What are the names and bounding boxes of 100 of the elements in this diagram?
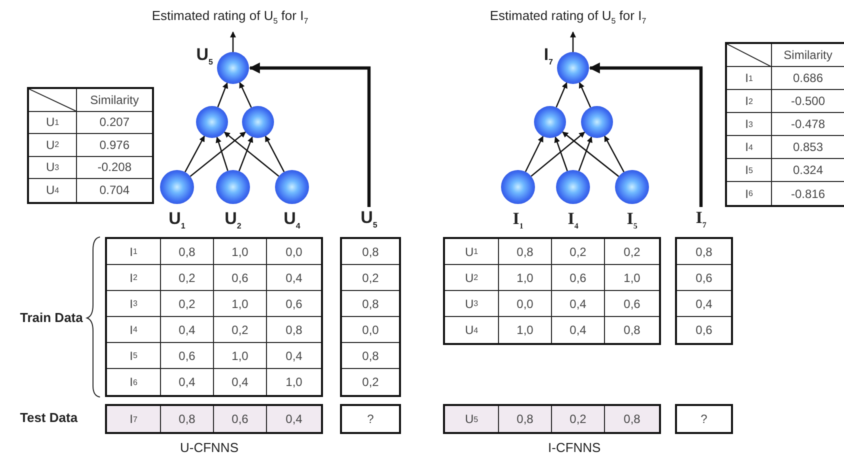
table-cell: 0,6 <box>161 343 214 369</box>
neuron-circle <box>242 106 274 138</box>
input-label: I$_{7}$ <box>686 208 716 236</box>
arrow <box>248 62 371 207</box>
table-cell: 0,2 <box>552 406 605 432</box>
table-cell-text: 0,6 <box>694 322 714 339</box>
table-cell: 0.976 <box>77 134 152 156</box>
table-cell: 0,4 <box>267 265 321 291</box>
table-cell: 0,8 <box>499 239 552 265</box>
table-cell: 0,2 <box>214 317 267 343</box>
arrow <box>224 132 280 177</box>
arrow <box>588 62 703 207</box>
table-cell: 0.324 <box>772 159 844 182</box>
table-cell-text: ? <box>366 411 375 428</box>
table-cell-text: 0,8 <box>622 322 642 339</box>
table-cell: 0,8 <box>267 317 321 343</box>
table-cell: 0,0 <box>499 291 552 317</box>
table-cell: -0.500 <box>772 90 844 113</box>
neuron-circle <box>581 106 613 138</box>
table-cell: 0,8 <box>161 406 214 432</box>
table-cell: 0,0 <box>342 317 399 343</box>
table-cell-text: 0,8 <box>622 411 642 428</box>
table-cell-text: 0.704 <box>98 182 131 200</box>
table-cell: 1,0 <box>605 265 659 291</box>
table-cell: 0,2 <box>605 239 659 265</box>
arrow <box>238 136 254 172</box>
table-cell: 1,0 <box>499 317 552 343</box>
neuron-label: U$_{2}$ <box>224 210 242 232</box>
table-cell: 0,4 <box>161 369 214 395</box>
table-cell: 0,8 <box>342 343 399 369</box>
row-group-label: Test Data <box>20 410 78 425</box>
table-cell: 0.207 <box>77 112 152 134</box>
arrow <box>562 131 620 177</box>
table-cell: 0,8 <box>342 291 399 317</box>
caption-text: Estimated rating of U$_{5}$ for I$_{7}$ <box>468 6 668 32</box>
table-cell: 0.686 <box>772 67 844 90</box>
table-cell: 0,2 <box>342 265 399 291</box>
table-cell: 0,6 <box>267 291 321 317</box>
arrow <box>217 82 228 108</box>
table-cell: 0,4 <box>552 291 605 317</box>
neuron-circle <box>534 106 566 138</box>
table-cell: 0,8 <box>342 239 399 265</box>
arrow <box>578 136 592 172</box>
arrow <box>216 136 228 172</box>
neuron-label: U$_{4}$ <box>284 210 300 232</box>
table-cell-text: 0,4 <box>284 411 304 428</box>
arrow <box>524 136 544 172</box>
table-cell: 1,0 <box>214 343 267 369</box>
arrow <box>264 136 285 172</box>
table-cell: Similarity <box>772 44 844 67</box>
table-cell: 0,6 <box>552 265 605 291</box>
caption-text: Estimated rating of U$_{5}$ for I$_{7}$ <box>130 6 330 32</box>
table-cell: 0,2 <box>161 265 214 291</box>
arrow <box>556 82 568 108</box>
arrow <box>239 82 252 108</box>
table-cell: 0,8 <box>677 239 731 265</box>
table-cell: 1,0 <box>214 291 267 317</box>
table-cell: 0,4 <box>552 317 605 343</box>
arrow <box>184 136 205 172</box>
input-label: U$_{5}$ <box>354 208 384 236</box>
table-cell: Similarity <box>77 89 152 112</box>
row-group-label: Train Data <box>20 310 83 325</box>
table-cell-text: 0,2 <box>361 374 380 391</box>
table-cell: 0,4 <box>677 291 731 317</box>
table-cell: 0.853 <box>772 136 844 159</box>
neuron-label: I$_{5}$ <box>626 210 638 232</box>
table-cell: 0,2 <box>161 291 214 317</box>
table-cell: 0,4 <box>267 343 321 369</box>
panel-title: I-CFNNS <box>548 440 601 455</box>
table-cell: 1,0 <box>499 265 552 291</box>
table-cell: 1,0 <box>214 239 267 265</box>
table-cell: 0,0 <box>267 239 321 265</box>
panel-title: U-CFNNS <box>180 440 238 455</box>
table-cell: 0,6 <box>677 265 731 291</box>
neuron-label: I$_{1}$ <box>512 210 524 232</box>
arrow <box>570 31 576 52</box>
neuron-label: I$_{7}$ <box>544 46 553 68</box>
arrow <box>578 82 592 108</box>
neuron-label: I$_{4}$ <box>568 210 578 232</box>
table-cell: 0,6 <box>605 291 659 317</box>
arrow <box>530 132 586 177</box>
table-cell: 0,4 <box>214 369 267 395</box>
table-cell: 0,8 <box>161 239 214 265</box>
table-cell: -0.478 <box>772 113 844 136</box>
table-cell: -0.208 <box>77 156 152 179</box>
neuron-label: U$_{5}$ <box>196 46 213 68</box>
table-cell: 0,2 <box>552 239 605 265</box>
arrow <box>190 132 246 177</box>
arrow <box>230 31 236 52</box>
table-cell-text: 1,0 <box>284 374 304 391</box>
arrow <box>554 136 568 172</box>
table-cell: 0,8 <box>499 406 552 432</box>
table-cell: 0,4 <box>161 317 214 343</box>
neuron-label: U$_{1}$ <box>168 210 186 232</box>
table-cell-text: ? <box>700 411 708 428</box>
table-cell-text: -0.816 <box>790 186 826 202</box>
table-cell: 0,6 <box>214 406 267 432</box>
neuron-circle <box>196 106 228 138</box>
arrow <box>604 136 625 172</box>
table-cell: 0,6 <box>214 265 267 291</box>
